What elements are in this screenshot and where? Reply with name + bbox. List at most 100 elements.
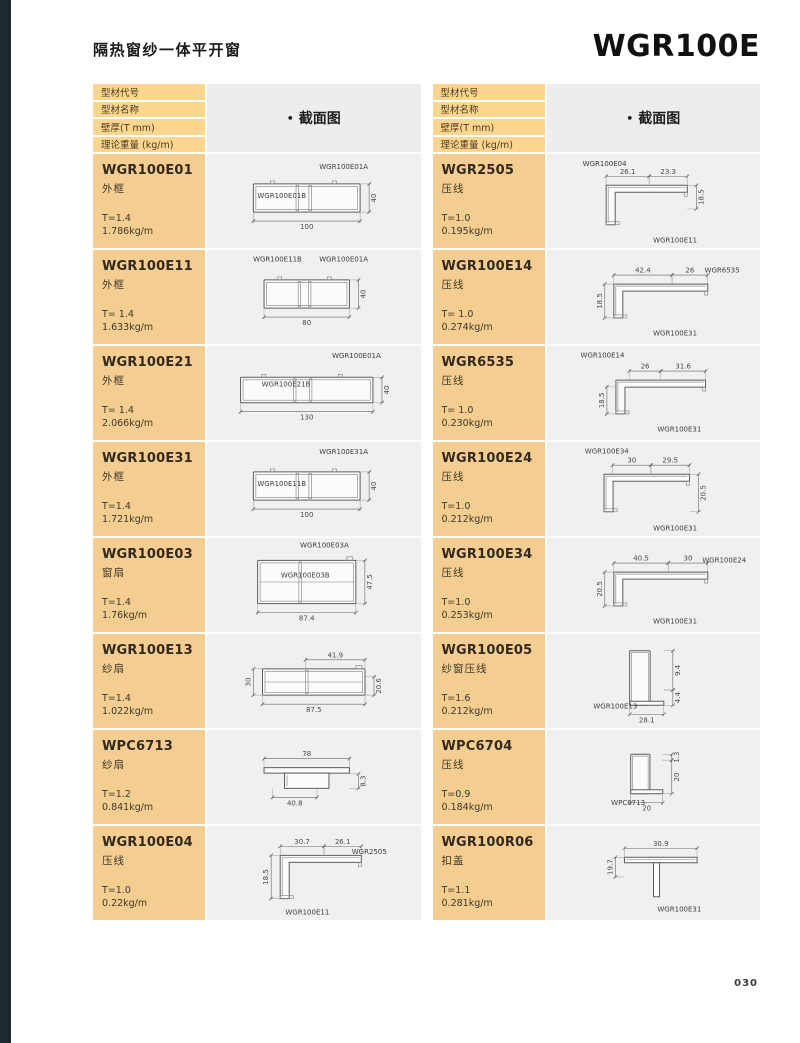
profile-info-cell: WGR100E04 压线 T=1.0 0.22kg/m — [93, 826, 205, 920]
header-section-diagram: • 截面图 — [546, 84, 760, 152]
profile-column-left: 型材代号 型材名称 壁厚(T mm) 理论重量 (kg/m) • 截面图 WGR… — [93, 84, 421, 920]
spacer — [102, 868, 199, 885]
dimension-label: 23.3 — [660, 168, 676, 176]
dimension-label: 31.6 — [675, 363, 691, 371]
dimension-label: 40 — [383, 386, 391, 395]
bullet-icon: • — [286, 111, 294, 125]
profile-name: 压线 — [441, 567, 465, 579]
dimension-label: 26.1 — [335, 838, 351, 846]
dimension-label: 130 — [300, 414, 313, 422]
spacer — [102, 676, 199, 693]
dimension-label: 20 — [672, 773, 680, 782]
spacer — [442, 196, 539, 213]
profile-info-cell: WGR100E05 纱窗压线 T=1.6 0.212kg/m — [432, 634, 545, 728]
spacer — [102, 484, 199, 501]
part-label: WGR6535 — [704, 267, 739, 275]
profile-info-cell: WGR100E21 外框 T= 1.4 2.066kg/m — [93, 346, 205, 440]
profile-weight: 0.22kg/m — [102, 898, 148, 909]
profile-weight: 0.212kg/m — [441, 514, 493, 525]
profile-name: 外框 — [102, 183, 125, 195]
spacer — [442, 868, 539, 885]
part-label: WGR100E11 — [653, 236, 697, 244]
profile-code: WGR100E05 — [441, 643, 533, 658]
profile-column-right: 型材代号 型材名称 壁厚(T mm) 理论重量 (kg/m) • 截面图 WGR… — [432, 84, 760, 920]
spacer — [442, 484, 539, 501]
header-theoretical-weight: 理论重量 (kg/m) — [432, 136, 545, 152]
profile-name: 压线 — [441, 759, 465, 771]
profile-code: WGR100E24 — [441, 451, 533, 466]
profile-thickness: T=0.9 — [441, 789, 471, 800]
profile-code: WGR100E01 — [102, 163, 193, 178]
part-label: WGR100E11B — [253, 255, 302, 263]
spacer — [442, 292, 539, 309]
dimension-label: 42.4 — [635, 267, 651, 275]
table-header: 型材代号 型材名称 壁厚(T mm) 理论重量 (kg/m) • 截面图 — [93, 84, 421, 152]
profile-code: WPC6704 — [441, 739, 513, 754]
dimension-label: 26 — [685, 267, 694, 275]
part-label: WGR100E31 — [657, 906, 701, 914]
left-edge-bar — [0, 0, 11, 1043]
dimension-label: 41.9 — [327, 651, 343, 659]
part-label: WGR100E01A — [332, 352, 381, 360]
profile-code: WGR100E13 — [102, 643, 193, 658]
profile-info-cell: WGR2505 压线 T=1.0 0.195kg/m — [432, 154, 545, 248]
profile-code: WPC6713 — [102, 739, 173, 754]
dimension-label: 40 — [370, 194, 378, 203]
dimension-label: 87.4 — [299, 615, 315, 623]
dimension-label: 30 — [627, 457, 636, 465]
dimension-label: 30 — [244, 678, 252, 687]
spacer — [102, 196, 199, 213]
dimension-label: 20 — [642, 805, 651, 813]
profile-thickness: T= 1.4 — [102, 309, 134, 320]
page-number: 030 — [734, 978, 758, 989]
dimension-label: 100 — [300, 223, 313, 231]
page-title: 隔热窗纱一体平开窗 — [93, 41, 242, 59]
part-label: WGR100E01A — [319, 255, 368, 263]
profile-name: 压线 — [441, 279, 465, 291]
part-label: WGR100E03A — [300, 541, 349, 549]
spacer — [102, 580, 199, 597]
profile-name: 压线 — [441, 375, 465, 387]
profile-thickness: T= 1.4 — [102, 405, 134, 416]
part-label: WGR100E11 — [285, 908, 329, 916]
profile-name: 外框 — [102, 471, 125, 483]
dimension-label: 20.5 — [595, 581, 603, 597]
dimension-label: 19.7 — [606, 859, 614, 875]
dimension-label: 18.5 — [262, 869, 270, 885]
profile-code: WGR100E34 — [441, 547, 533, 562]
part-label: WGR100E21B — [262, 380, 311, 388]
dimension-label: 47.5 — [366, 574, 374, 590]
profile-thickness: T=1.0 — [441, 597, 471, 608]
dimension-label: 20.6 — [375, 678, 383, 694]
catalog-page: 隔热窗纱一体平开窗 WGR100E 型材代号 型材名称 壁厚(T mm) 理论重… — [93, 0, 760, 1043]
profile-name: 纱扇 — [102, 759, 125, 771]
part-label: WGR100E34 — [584, 447, 628, 455]
dimension-label: 40 — [370, 482, 378, 491]
header-profile-code: 型材代号 — [93, 84, 205, 100]
profile-code: WGR100R06 — [441, 835, 534, 850]
